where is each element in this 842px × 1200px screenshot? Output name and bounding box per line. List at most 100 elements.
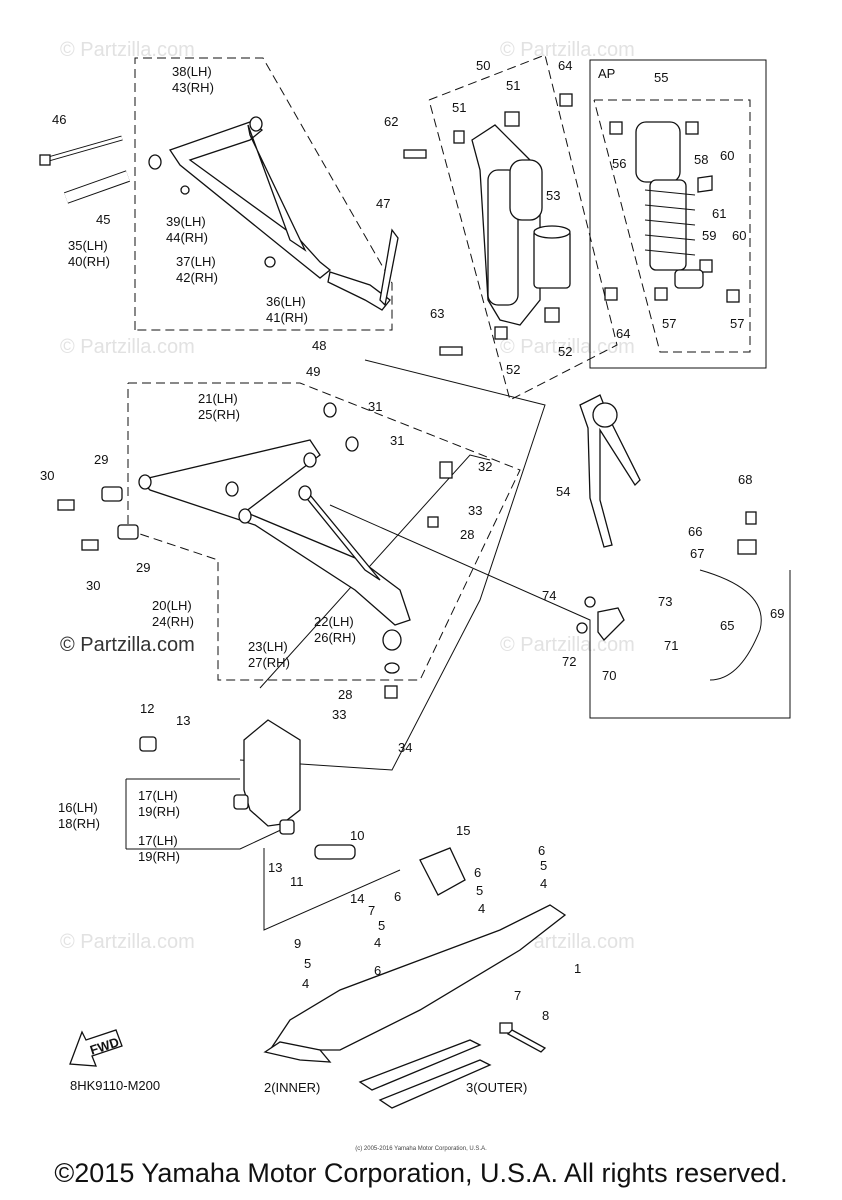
callout: 59 <box>702 228 716 243</box>
callout: 17(LH) <box>138 833 178 848</box>
callout: 2(INNER) <box>264 1080 320 1095</box>
upper-a-arm <box>39 116 399 311</box>
callout: 71 <box>664 638 678 653</box>
callout: 36(LH) <box>266 294 306 309</box>
callout: 19(RH) <box>138 804 180 819</box>
callout: 7 <box>514 988 521 1003</box>
footer-copyright: ©2015 Yamaha Motor Corporation, U.S.A. A… <box>54 1158 788 1188</box>
callout: 18(RH) <box>58 816 100 831</box>
small-copyright: (c) 2005-2016 Yamaha Motor Corporation, … <box>355 1146 487 1152</box>
callout: 44(RH) <box>166 230 208 245</box>
callout: 25(RH) <box>198 407 240 422</box>
callout: 41(RH) <box>266 310 308 325</box>
callout: 26(RH) <box>314 630 356 645</box>
lower-a-arm <box>57 402 453 699</box>
watermark: © Partzilla.com <box>60 931 195 953</box>
callout: 58 <box>694 152 708 167</box>
callout: 51 <box>452 100 466 115</box>
ski <box>263 847 567 1109</box>
callout: 30 <box>86 578 100 593</box>
callout: 57 <box>662 316 676 331</box>
callout: 67 <box>690 546 704 561</box>
lower-arm-group-box <box>127 382 521 681</box>
callout: 13 <box>176 713 190 728</box>
callout: 72 <box>562 654 576 669</box>
callout: 5 <box>378 918 385 933</box>
callout: 30 <box>40 468 54 483</box>
spindle <box>139 719 356 860</box>
callout: 46 <box>52 112 66 127</box>
callout: 28 <box>338 687 352 702</box>
callout: 33 <box>468 503 482 518</box>
callout: 35(LH) <box>68 238 108 253</box>
callout: 8 <box>542 1008 549 1023</box>
callout: 4 <box>302 976 309 991</box>
ap-group-box <box>589 59 767 369</box>
callout: 33 <box>332 707 346 722</box>
callout: 37(LH) <box>176 254 216 269</box>
callout: 39(LH) <box>166 214 206 229</box>
callout-layer: 46 45 38(LH) 43(RH) 39(LH) 44(RH) 35(LH)… <box>40 58 784 1095</box>
callout: 32 <box>478 459 492 474</box>
callout: 6 <box>538 843 545 858</box>
watermark-layer: © Partzilla.com © Partzilla.com © Partzi… <box>60 39 635 953</box>
callout: 4 <box>478 901 485 916</box>
ap-label: AP <box>598 66 615 81</box>
callout: 23(LH) <box>248 639 288 654</box>
ap-inner-box <box>593 99 751 353</box>
callout: 5 <box>304 956 311 971</box>
callout: 16(LH) <box>58 800 98 815</box>
callout: 28 <box>460 527 474 542</box>
callout: 43(RH) <box>172 80 214 95</box>
callout: 15 <box>456 823 470 838</box>
callout: 74 <box>542 588 556 603</box>
callout: 64 <box>558 58 572 73</box>
stabilizer-and-link <box>576 394 762 681</box>
watermark: © Partzilla.com <box>60 39 195 61</box>
callout: 51 <box>506 78 520 93</box>
callout: 6 <box>394 889 401 904</box>
callout: 52 <box>506 362 520 377</box>
callout: 1 <box>574 961 581 976</box>
callout: 11 <box>290 874 304 889</box>
shock-group-box <box>428 54 618 401</box>
center-watermark: © Partzilla.com <box>60 634 195 656</box>
callout: 57 <box>730 316 744 331</box>
callout: 65 <box>720 618 734 633</box>
callout: 31 <box>368 399 382 414</box>
callout: 29 <box>94 452 108 467</box>
callout: 20(LH) <box>152 598 192 613</box>
callout: 31 <box>390 433 404 448</box>
callout: 19(RH) <box>138 849 180 864</box>
callout: 66 <box>688 524 702 539</box>
callout: 48 <box>312 338 326 353</box>
callout: 7 <box>368 903 375 918</box>
callout: 5 <box>476 883 483 898</box>
callout: 24(RH) <box>152 614 194 629</box>
connector-lines <box>125 359 791 931</box>
callout: 60 <box>720 148 734 163</box>
watermark: © Partzilla.com <box>60 336 195 358</box>
callout: 73 <box>658 594 672 609</box>
callout: 4 <box>540 876 547 891</box>
callout: 61 <box>712 206 726 221</box>
callout: 53 <box>546 188 560 203</box>
callout: 69 <box>770 606 784 621</box>
callout: 17(LH) <box>138 788 178 803</box>
callout: 68 <box>738 472 752 487</box>
callout: 14 <box>350 891 364 906</box>
callout: 70 <box>602 668 616 683</box>
callout: 5 <box>540 858 547 873</box>
callout: 29 <box>136 560 150 575</box>
callout: 13 <box>268 860 282 875</box>
callout: 63 <box>430 306 444 321</box>
upper-arm-group-box <box>134 57 393 331</box>
watermark: © Partzilla.com <box>500 336 635 358</box>
callout: 62 <box>384 114 398 129</box>
callout: 54 <box>556 484 570 499</box>
callout: 42(RH) <box>176 270 218 285</box>
callout: 50 <box>476 58 490 73</box>
callout: 3(OUTER) <box>466 1080 527 1095</box>
callout: 47 <box>376 196 390 211</box>
callout: 45 <box>96 212 110 227</box>
